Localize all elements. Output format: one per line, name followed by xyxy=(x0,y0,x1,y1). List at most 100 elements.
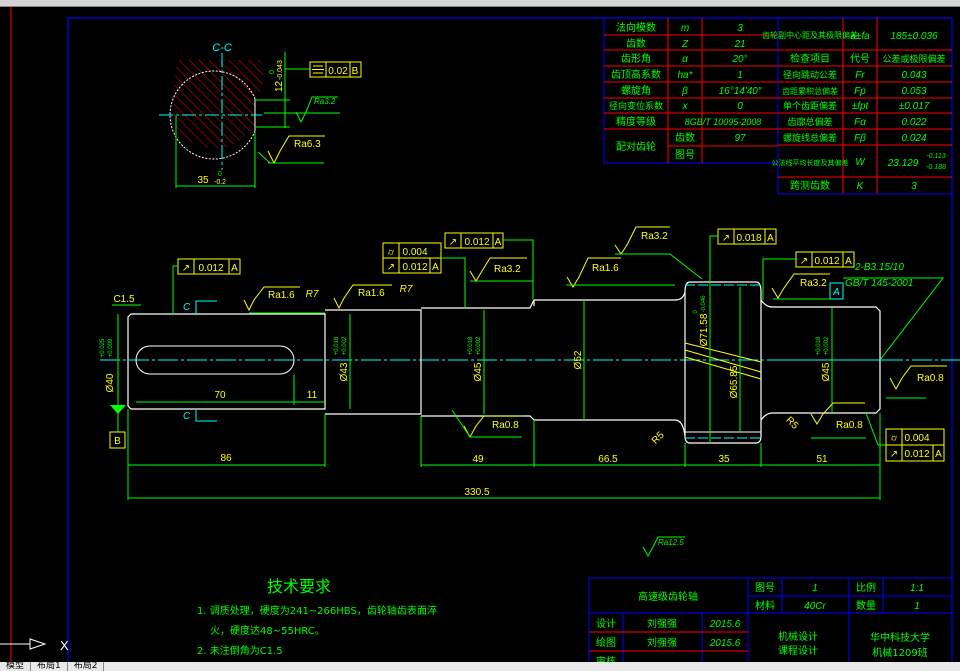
svg-text:0.012: 0.012 xyxy=(814,256,839,267)
gdt-runout-1[interactable]: ↗ 0.012 A xyxy=(172,258,241,314)
header-code: 代号 xyxy=(850,53,870,65)
date: 2015.6 xyxy=(709,619,741,630)
symmetry-datum: B xyxy=(352,66,359,77)
svg-text:Ra1.6: Ra1.6 xyxy=(592,263,619,274)
shaft-view[interactable] xyxy=(100,281,960,444)
mating-gear-label: 配对齿轮 xyxy=(616,140,656,153)
tab-model[interactable]: 模型 xyxy=(0,662,32,671)
inspection-code: Fα xyxy=(854,117,866,128)
param-value: 0 xyxy=(737,101,743,112)
drawing-canvas[interactable]: 法向模数 m 3 齿数 Z 21 齿形角 α 20° 齿顶高系数 ha* 1 螺… xyxy=(0,7,960,662)
inspection-label: 单个齿距偏差 xyxy=(783,100,837,112)
roughness-symbols: Ra1.6 Ra1.6 Ra3.2 Ra0.8 Ra1.6 Ra3.2 Ra3.… xyxy=(243,226,947,558)
inspection-code: K xyxy=(857,181,865,192)
tab-layout1[interactable]: 布局1 xyxy=(31,662,68,671)
material-label: 材料 xyxy=(755,599,775,612)
svg-text:C: C xyxy=(183,302,191,313)
center-hole-note: 2-B3.15/10 GB/T 145-2001 xyxy=(843,262,945,361)
radius-r7a: R7 xyxy=(306,289,319,300)
gdt-cyl-runout-2[interactable]: ⌭ 0.004 ↗ 0.012 A xyxy=(382,242,466,308)
svg-text:X: X xyxy=(60,638,69,653)
gdt-runout-3[interactable]: ↗ 0.012 A xyxy=(444,232,534,300)
param-value: 16°14′40″ xyxy=(719,86,762,97)
datum-b[interactable]: B xyxy=(109,405,126,449)
inspection-code: Fp xyxy=(854,86,866,97)
gdt-cyl-runout-5[interactable]: ⌭ 0.004 ↗ 0.012 A xyxy=(865,412,945,462)
svg-text:A: A xyxy=(832,287,840,298)
dim-d43-tol-up: +0.018 xyxy=(334,336,340,355)
center-distance-value: 185±0.036 xyxy=(890,31,938,42)
symmetry-frame[interactable]: 0.02 B xyxy=(309,61,362,78)
inspection-label: 跨测齿数 xyxy=(790,179,830,192)
center-distance-label: 齿轮副中心距及其极限偏差 xyxy=(762,30,858,40)
param-value: 20° xyxy=(731,54,747,65)
inspection-table xyxy=(777,17,953,195)
inspection-value: 0.024 xyxy=(901,133,926,144)
date: 2015.6 xyxy=(709,638,741,649)
tech-line: 火，硬度达48~55HRC。 xyxy=(210,624,325,637)
svg-text:0.012: 0.012 xyxy=(402,262,427,273)
drawing-no-label: 图号 xyxy=(755,582,775,594)
dim-d45b: Ø45 xyxy=(821,362,832,381)
role: 审核 xyxy=(596,655,616,662)
datum-a[interactable]: A xyxy=(829,282,844,300)
inspection-code: Fβ xyxy=(854,133,866,144)
key-tol-upper: 0 xyxy=(269,70,276,74)
key-dim: 12 xyxy=(274,80,285,92)
tab-layout2[interactable]: 布局2 xyxy=(68,662,105,671)
param-label: 径向变位系数 xyxy=(609,100,663,112)
gdt-runout-gear[interactable]: ↗ 0.018 A xyxy=(709,228,777,282)
symmetry-tol: 0.02 xyxy=(328,66,348,77)
param-label: 齿数 xyxy=(626,37,646,50)
svg-text:0.018: 0.018 xyxy=(736,233,761,244)
roughness-label: Ra3.2 xyxy=(314,97,336,106)
width-dim: 35 xyxy=(197,175,209,186)
inspection-label: 径向跳动公差 xyxy=(783,69,837,81)
dim-d71-tol-up: 0 xyxy=(693,310,699,314)
roughness-r2: Ra1.6 xyxy=(333,284,392,310)
part-name: 高速级齿轮轴 xyxy=(638,590,698,603)
section-mark-top: C xyxy=(183,300,217,315)
radius-r7b: R7 xyxy=(400,284,413,295)
svg-text:A: A xyxy=(432,262,439,273)
width-tol-lower: -0.2 xyxy=(214,179,226,186)
dim-66-5: 66.5 xyxy=(598,454,618,465)
inspection-tol-upper: -0.113 xyxy=(926,153,945,160)
svg-text:Ra3.2: Ra3.2 xyxy=(494,264,521,275)
param-value: 1 xyxy=(737,70,743,81)
svg-text:Ra3.2: Ra3.2 xyxy=(800,278,827,289)
roughness-r9: Ra0.8 xyxy=(886,365,947,399)
svg-text:0.012: 0.012 xyxy=(904,449,929,460)
inspection-code: W xyxy=(855,157,866,168)
scale-label: 比例 xyxy=(856,581,876,594)
svg-text:Ra0.8: Ra0.8 xyxy=(917,373,944,384)
dim-d40-tol-up: +0.025 xyxy=(100,338,106,357)
section-view-c-c[interactable]: C-C 35 0 -0.2 12 0 -0.043 0.02 B xyxy=(159,42,362,188)
course: 课程设计 xyxy=(778,644,818,657)
svg-text:Ra12.5: Ra12.5 xyxy=(658,538,684,547)
chamfer-label: C1.5 xyxy=(113,294,135,305)
gdt-runout-4[interactable]: ↗ 0.012 A xyxy=(762,251,855,300)
header-item: 检查项目 xyxy=(790,52,830,65)
inspection-value: 0.053 xyxy=(901,86,926,97)
svg-text:A: A xyxy=(845,256,852,267)
dimension-texts: 86 70 11 49 66.5 35 51 330.5 Ø40 +0.025 … xyxy=(100,284,832,498)
shaft-outline xyxy=(127,281,881,444)
qty-label: 数量 xyxy=(856,599,876,612)
key-tol-lower: -0.043 xyxy=(277,60,284,80)
inspection-label: 齿廓总偏差 xyxy=(787,116,832,128)
tech-title: 技术要求 xyxy=(267,577,331,596)
roughness-r8: Ra0.8 xyxy=(810,402,866,439)
title-block-text: 高速级齿轮轴 图号 1 比例 1:1 材料 40Cr 数量 1 设计 刘强强 2… xyxy=(596,581,930,662)
param-symbol: ha* xyxy=(677,70,693,81)
param-label: 齿形角 xyxy=(621,53,651,65)
mating-label: 图号 xyxy=(675,149,695,161)
roughness-general: Ra12.5 xyxy=(642,536,685,558)
dim-d71: Ø71.58 xyxy=(699,313,710,346)
svg-text:C: C xyxy=(183,411,191,422)
tech-line: 1. 调质处理，硬度为241~266HBS，齿轮轴齿表面淬 xyxy=(197,604,437,617)
inspection-value: 0.043 xyxy=(901,70,926,81)
roughness-r4: Ra0.8 xyxy=(451,409,522,439)
svg-text:A: A xyxy=(767,233,774,244)
role: 绘图 xyxy=(596,636,616,649)
